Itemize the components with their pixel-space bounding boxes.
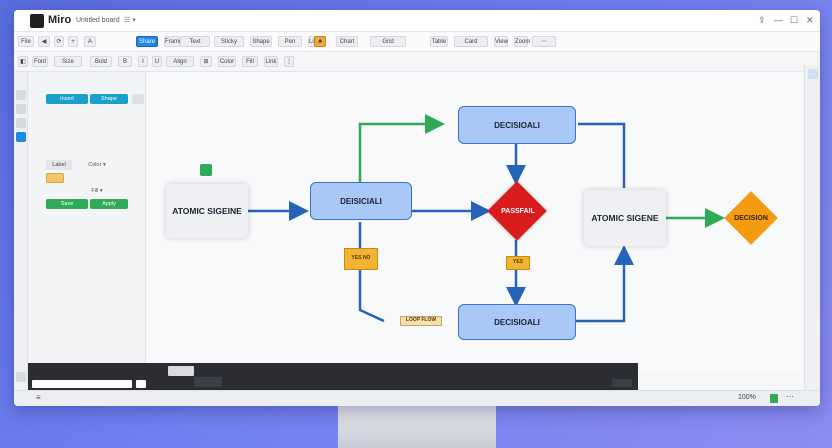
zoom-level[interactable]: 100% xyxy=(738,394,756,401)
miro-logo-icon xyxy=(30,14,44,28)
connector-layer xyxy=(248,114,725,323)
bottom-toggle[interactable] xyxy=(136,380,146,388)
format-item-layout[interactable]: ◧ xyxy=(18,56,28,67)
select-icon[interactable] xyxy=(16,90,26,100)
decision-center-label: DEISICIALI xyxy=(340,196,382,206)
toolbar-item-more[interactable]: ⋯ xyxy=(532,36,556,47)
apply-button[interactable]: Apply xyxy=(90,199,128,209)
atomic-start-node[interactable]: ATOMIC SIGEINE xyxy=(166,184,248,238)
decision-center-node[interactable]: DEISICIALI xyxy=(310,182,412,220)
atomic-start-label: ATOMIC SIGEINE xyxy=(172,206,242,216)
format-item-fill[interactable]: Fill xyxy=(242,56,258,67)
color-row-label[interactable]: Color ▾ xyxy=(88,162,106,168)
bottom-more-icon[interactable] xyxy=(612,379,632,387)
start-marker-icon[interactable] xyxy=(200,164,212,176)
format-item-b[interactable]: B xyxy=(118,56,132,67)
connector-center-to-top[interactable] xyxy=(358,114,445,182)
toolbar-item-shape[interactable]: Shape xyxy=(250,36,272,47)
toolbar-item-chart[interactable]: Chart xyxy=(336,36,358,47)
app-window: Miro Untitled board ☰ ▾ ⇪ — ☐ ✕ File ◀ ⟳… xyxy=(14,10,820,406)
right-rail xyxy=(804,65,820,390)
decision-top-label: DECISIOALI xyxy=(494,120,540,130)
toolbar-item-grid[interactable]: Grid xyxy=(370,36,406,47)
label-field[interactable]: Label xyxy=(46,160,72,170)
shape-button[interactable]: Shape xyxy=(90,94,128,104)
insert-button[interactable]: Insert xyxy=(46,94,88,104)
yes-no-tag[interactable]: YES NO xyxy=(344,248,378,270)
decision-bottom-label: DECISIOALI xyxy=(494,317,540,327)
format-item-link[interactable]: Link xyxy=(264,56,278,67)
toolbar-item-pen[interactable]: Pen xyxy=(278,36,302,47)
yes-tag[interactable]: YES xyxy=(506,256,530,270)
toolbar-item-back[interactable]: ◀ xyxy=(38,36,50,47)
decision-label: DECISION xyxy=(734,214,768,222)
panel-toggle-icon[interactable] xyxy=(808,69,818,79)
atomic-end-label: ATOMIC SIGENE xyxy=(591,213,659,223)
properties-panel: Insert Shape Label Color ▾ Fill ▾ Save A… xyxy=(28,72,146,372)
status-bar: ≡ 100% ⋯ xyxy=(14,390,820,406)
minimize-icon[interactable]: — xyxy=(774,15,783,25)
loop-flow-tag[interactable]: LOOP FLOW xyxy=(400,316,442,326)
decision-top-node[interactable]: DECISIOALI xyxy=(458,106,576,144)
toolbar-item-zoom[interactable]: Zoom xyxy=(514,36,530,47)
panel-more-icon[interactable] xyxy=(132,94,144,104)
close-icon[interactable]: ✕ xyxy=(806,15,814,25)
status-more-icon[interactable]: ⋯ xyxy=(786,392,794,401)
toolbar-item-a[interactable]: A xyxy=(84,36,96,47)
toolbar-item-view[interactable]: View xyxy=(494,36,508,47)
format-item-align[interactable]: Align xyxy=(166,56,194,67)
main-toolbar: File ◀ ⟳ + A Share Frame Text Sticky Sha… xyxy=(14,32,820,52)
toolbar-item-card[interactable]: Card xyxy=(454,36,488,47)
toolbar-item-table[interactable]: Table xyxy=(430,36,448,47)
status-indicator-icon xyxy=(770,394,778,403)
connector-center-to-bottom[interactable] xyxy=(358,222,385,323)
toolbar-item-redo[interactable]: ⟳ xyxy=(54,36,64,47)
board-name[interactable]: Untitled board xyxy=(76,17,120,24)
format-item-color[interactable]: Color xyxy=(218,56,236,67)
atomic-end-node[interactable]: ATOMIC SIGENE xyxy=(584,190,666,246)
title-bar: Miro Untitled board ☰ ▾ ⇪ — ☐ ✕ xyxy=(14,10,820,32)
toolbar-item-share[interactable]: Share xyxy=(136,36,158,47)
sticky-icon[interactable] xyxy=(16,104,26,114)
share-icon[interactable]: ⇪ xyxy=(758,15,766,25)
format-toolbar: ◧ Font Size Bold B I U Align ⊞ Color Fil… xyxy=(14,52,820,72)
help-icon[interactable] xyxy=(16,372,26,382)
format-item-underline[interactable]: U xyxy=(152,56,162,67)
app-name: Miro xyxy=(48,14,72,26)
shapes-icon[interactable] xyxy=(16,132,26,142)
status-menu-icon[interactable]: ≡ xyxy=(36,393,41,402)
passfail-label: PASSFAIL xyxy=(501,207,535,215)
color-swatch[interactable] xyxy=(46,173,64,183)
format-item-bold[interactable]: Bold xyxy=(90,56,112,67)
maximize-icon[interactable]: ☐ xyxy=(790,15,799,25)
connector-top-to-right[interactable] xyxy=(578,122,626,188)
connector-bottom-to-right[interactable] xyxy=(576,245,634,323)
toolbar-item-color[interactable]: ■ xyxy=(314,36,326,47)
format-item-grid[interactable]: ⊞ xyxy=(200,56,212,67)
toolbar-item-add[interactable]: + xyxy=(68,36,78,47)
bottom-tab-active[interactable] xyxy=(194,377,222,387)
left-rail xyxy=(14,72,28,390)
monitor-stand xyxy=(338,404,496,448)
board-menu-icon[interactable]: ☰ ▾ xyxy=(124,17,136,24)
bottom-panel xyxy=(28,363,638,391)
toolbar-item-text[interactable]: Text xyxy=(180,36,210,47)
format-item-more[interactable]: ⋮ xyxy=(284,56,294,67)
decision-bottom-node[interactable]: DECISIOALI xyxy=(458,304,576,340)
format-item-italic[interactable]: I xyxy=(138,56,148,67)
toolbar-item-sticky[interactable]: Sticky xyxy=(214,36,244,47)
comment-icon[interactable] xyxy=(16,118,26,128)
save-button[interactable]: Save xyxy=(46,199,88,209)
toolbar-item-file[interactable]: File xyxy=(18,36,34,47)
bottom-input[interactable] xyxy=(32,380,132,388)
format-item-font[interactable]: Font xyxy=(32,56,48,67)
bottom-tabs[interactable] xyxy=(168,366,194,376)
toolbar-item-frame[interactable]: Frame xyxy=(164,36,182,47)
fill-row-label[interactable]: Fill ▾ xyxy=(91,188,103,194)
format-item-size[interactable]: Size xyxy=(54,56,82,67)
